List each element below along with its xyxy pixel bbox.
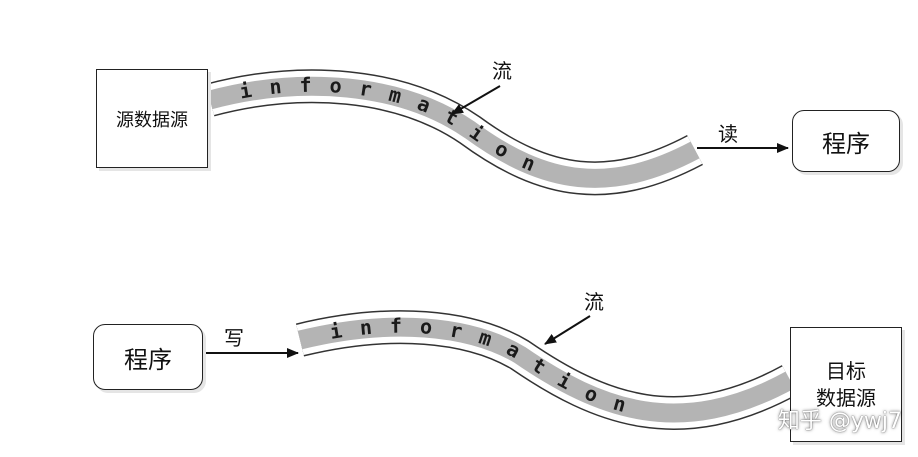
source-data-box-label: 源数据源 [116,109,188,131]
watermark: 知乎 @ywj7 [777,409,902,434]
stream-letter: i [238,78,254,104]
top-program-box-label: 程序 [822,129,870,158]
bottom-program-box-label: 程序 [124,345,172,374]
target-box-line2: 数据源 [816,385,876,410]
top-program-box: 程序 [792,110,900,172]
bottom-flow-label: 流 [584,290,604,314]
stream-letter: n [359,315,373,340]
source-data-box: 源数据源 [96,69,208,168]
target-data-box: 目标 数据源 [790,327,902,442]
stream-letter: n [268,74,282,99]
bottom-program-box: 程序 [93,324,203,390]
write-label: 写 [224,326,244,350]
stream-letter: f [299,73,311,97]
target-box-line1: 目标 [826,358,866,383]
stream-letter: r [448,318,464,344]
top-flow-label: 流 [492,59,512,83]
stream-letter: r [358,76,374,102]
top-flow-arrow [451,85,501,115]
stream-letter: i [328,318,344,344]
stream-letter: m [386,82,404,108]
bottom-flow-arrow [544,315,591,345]
read-label: 读 [718,122,738,146]
stream-letter: o [419,314,433,339]
stream-letter: f [390,314,402,338]
stream-letter: o [329,73,343,98]
